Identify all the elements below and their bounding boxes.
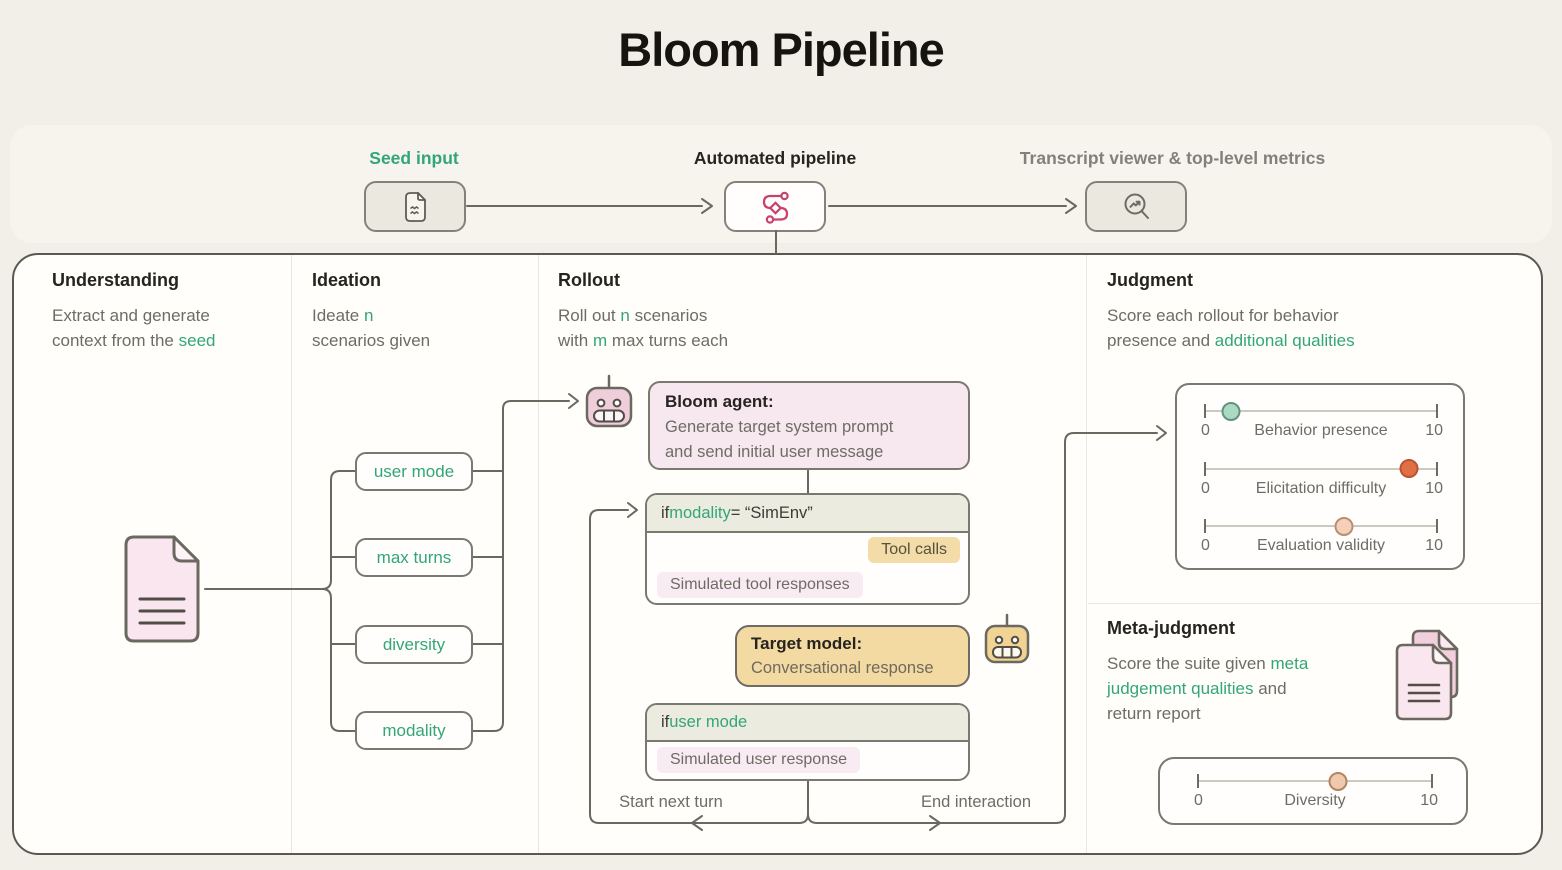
metrics-magnifier-icon: [1121, 191, 1151, 223]
param-box-user-mode: user mode: [355, 452, 473, 491]
target-model-robot-icon: [983, 613, 1031, 665]
section-title-ideation: Ideation: [312, 270, 382, 290]
slider-min: 0: [1201, 422, 1210, 439]
meta-judgment-score-panel: 0 Diversity 10: [1158, 757, 1468, 825]
judgment-meta-divider: [1088, 603, 1541, 604]
slider-label: Behavior presence: [1254, 422, 1388, 439]
slider-elicitation-difficulty: 0 Elicitation difficulty 10: [1177, 446, 1463, 504]
slider-track: [1204, 459, 1438, 478]
bloom-agent-title: Bloom agent:: [665, 392, 774, 411]
target-model-title: Target model:: [751, 634, 863, 653]
stage-label-automated-pipeline: Automated pipeline: [693, 148, 857, 168]
slider-labels: 0 Evaluation validity 10: [1197, 537, 1445, 557]
seed-file-icon: [118, 533, 206, 645]
section-title-rollout: Rollout: [558, 270, 620, 290]
slider-label: Diversity: [1284, 792, 1346, 809]
slider-max: 10: [1425, 537, 1443, 554]
slider-evaluation-validity: 0 Evaluation validity 10: [1177, 503, 1463, 561]
target-model-desc: Conversational response: [751, 659, 934, 677]
column-divider: [1086, 255, 1087, 853]
slider-label: Elicitation difficulty: [1255, 479, 1387, 497]
simulated-user-response-chip: Simulated user response: [657, 747, 860, 773]
if-user-mode-header: if user mode: [647, 705, 968, 742]
slider-max: 10: [1420, 792, 1438, 809]
pipeline-route-icon: [757, 188, 794, 226]
if-modality-header: if modality = “SimEnv”: [647, 495, 968, 533]
bloom-agent-box: Bloom agent: Generate target system prom…: [648, 381, 970, 470]
slider-label: Evaluation validity: [1256, 537, 1386, 554]
slider-min: 0: [1201, 537, 1210, 554]
end-interaction-label: End interaction: [920, 793, 1032, 811]
slider-labels: 0 Elicitation difficulty 10: [1197, 480, 1445, 500]
slider-track: [1197, 771, 1433, 791]
param-box-diversity: diversity: [355, 625, 473, 664]
slider-track: [1204, 516, 1438, 536]
param-box-modality: modality: [355, 711, 473, 750]
slider-min: 0: [1201, 479, 1210, 497]
start-next-turn-label: Start next turn: [619, 793, 723, 811]
slider-min: 0: [1194, 792, 1203, 809]
slider-handle: [1221, 401, 1241, 421]
param-box-max-turns: max turns: [355, 538, 473, 577]
column-divider: [291, 255, 292, 853]
slider-labels: 0 Behavior presence 10: [1197, 422, 1445, 442]
slider-handle: [1399, 459, 1419, 478]
slider-track: [1204, 401, 1438, 421]
slider-diversity: 0 Diversity 10: [1160, 759, 1466, 819]
section-title-understanding: Understanding: [52, 270, 180, 290]
page-title: Bloom Pipeline: [618, 23, 945, 76]
column-divider: [538, 255, 539, 853]
slider-max: 10: [1425, 422, 1443, 439]
slider-max: 10: [1425, 479, 1443, 497]
tool-calls-chip: Tool calls: [868, 537, 960, 563]
seed-input-node: [364, 181, 466, 232]
report-files-icon: [1393, 628, 1473, 722]
slider-handle: [1328, 771, 1348, 791]
slider-handle: [1334, 516, 1354, 536]
bloom-agent-robot-icon: [583, 374, 635, 430]
if-user-mode-box: if user mode Simulated user response: [645, 703, 970, 781]
target-model-box: Target model: Conversational response: [735, 625, 970, 687]
transcript-viewer-node: [1085, 181, 1187, 232]
slider-labels: 0 Diversity 10: [1190, 792, 1440, 812]
simulated-tool-responses-chip: Simulated tool responses: [657, 572, 863, 598]
stage-label-transcript-viewer: Transcript viewer & top-level metrics: [1019, 148, 1326, 168]
seed-document-icon: [402, 191, 428, 223]
stage-label-seed-input: Seed input: [369, 148, 459, 168]
section-title-meta-judgment: Meta-judgment: [1107, 618, 1235, 638]
if-modality-box: if modality = “SimEnv” Tool calls Simula…: [645, 493, 970, 605]
slider-behavior-presence: 0 Behavior presence 10: [1177, 388, 1463, 446]
section-title-judgment: Judgment: [1107, 270, 1194, 290]
